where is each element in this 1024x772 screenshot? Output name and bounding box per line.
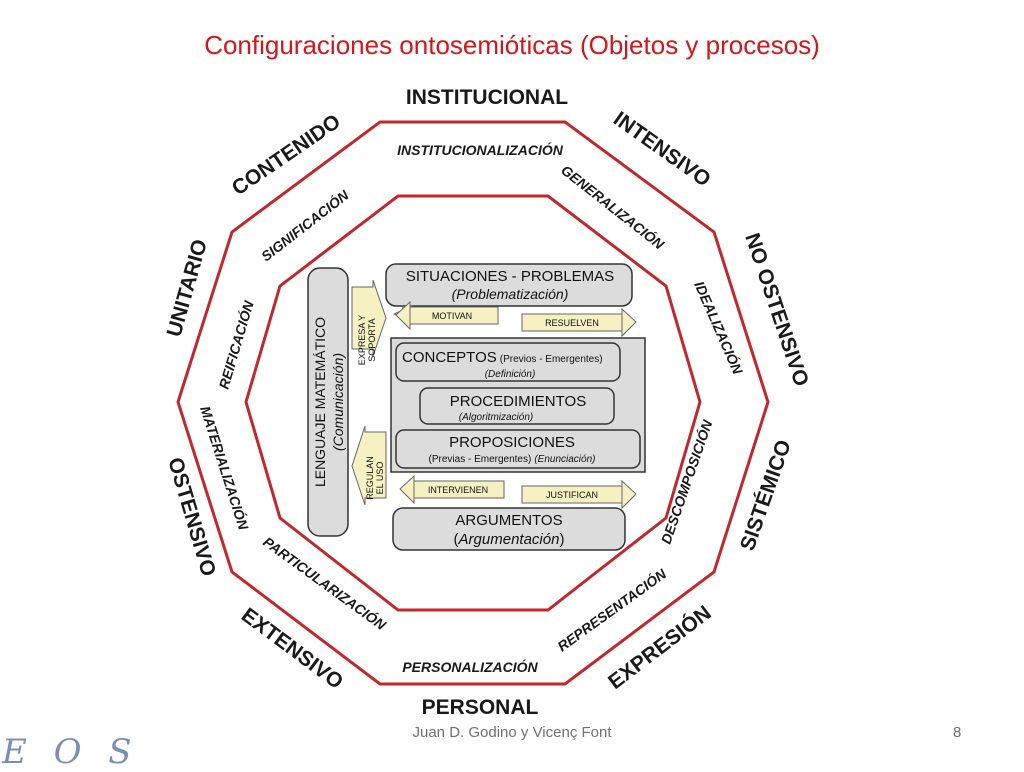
situaciones-sub: (Problematización) [452, 286, 569, 302]
situaciones-title: SITUACIONES - PROBLEMAS [406, 268, 614, 285]
regulan-label-1: REGULAN [365, 456, 375, 500]
label-materializacion: MATERIALIZACIÓN [197, 404, 252, 533]
proposiciones-sub1: (Previas - Emergentes) [429, 454, 532, 465]
label-particularizacion: PARTICULARIZACIÓN [260, 533, 389, 633]
label-ostensivo: OSTENSIVO [163, 455, 220, 579]
conceptos-title: CONCEPTOS(Previos - Emergentes) [402, 349, 603, 366]
label-institucionalizacion: INSTITUCIONALIZACIÓN [397, 141, 564, 158]
proposiciones-sub: (Previas - Emergentes)(Enunciación) [429, 454, 596, 465]
label-significacion: SIGNIFICACIÓN [258, 186, 352, 264]
resuelven-head [621, 307, 637, 338]
conceptos-sub: (Definición) [485, 369, 536, 380]
conceptos-title-text: CONCEPTOS [402, 349, 497, 366]
argumentos-title: ARGUMENTOS [455, 512, 562, 529]
argumentos-sub-text: Argumentación [458, 531, 560, 548]
expresa-arrow [351, 279, 387, 357]
slide-title: Configuraciones ontosemióticas (Objetos … [204, 30, 820, 60]
label-no-ostensivo: NO OSTENSIVO [740, 230, 813, 389]
resuelven-label: RESUELVEN [545, 318, 599, 328]
label-sistemico-wrap: SISTÉMICO [736, 437, 796, 554]
procedimientos-sub: (Algoritmización) [459, 412, 533, 423]
label-generalizacion-wrap: GENERALIZACIÓN [558, 162, 668, 253]
label-contenido-wrap: CONTENIDO [228, 110, 345, 200]
proposiciones-box [395, 429, 641, 469]
procedimientos-title: PROCEDIMIENTOS [450, 393, 586, 410]
expresa-label-2: SOPORTA [367, 318, 377, 361]
justifican-label: JUSTIFICAN [546, 490, 598, 500]
regulan-label-2: EL USO [375, 462, 385, 495]
justifican-head [621, 479, 637, 510]
label-ostensivo-wrap: OSTENSIVO [163, 455, 220, 579]
label-expresion-wrap: EXPRESIÓN [604, 601, 715, 694]
label-personal: PERSONAL [422, 696, 539, 719]
procedimientos-box [419, 387, 615, 425]
label-generalizacion: GENERALIZACIÓN [558, 162, 668, 253]
label-sistemico: SISTÉMICO [736, 437, 796, 554]
label-expresion: EXPRESIÓN [604, 601, 715, 694]
label-no-ostensivo-wrap: NO OSTENSIVO [740, 230, 813, 389]
label-personalizacion: PERSONALIZACIÓN [402, 658, 538, 675]
label-reificacion: REIFICACIÓN [216, 298, 257, 391]
motivan-head [395, 300, 411, 331]
eos-logo: E O S [2, 732, 140, 772]
label-unitario: UNITARIO [163, 237, 212, 339]
lenguaje-title: LENGUAJE MATEMÁTICO [312, 317, 328, 487]
label-contenido: CONTENIDO [228, 110, 345, 200]
conceptos-box [395, 342, 621, 382]
label-unitario-wrap: UNITARIO [163, 237, 212, 339]
situaciones-box [385, 263, 633, 307]
lenguaje-sub: (Comunicación) [330, 353, 346, 451]
lenguaje-box [307, 267, 349, 537]
label-idealizacion-wrap: IDEALIZACIÓN [691, 279, 746, 377]
argumentos-box [392, 507, 626, 551]
label-significacion-wrap: SIGNIFICACIÓN [258, 186, 352, 264]
label-materializacion-wrap: MATERIALIZACIÓN [197, 404, 252, 533]
proposiciones-title: PROPOSICIONES [449, 434, 575, 451]
page-number: 8 [953, 724, 962, 741]
label-intensivo-wrap: INTENSIVO [609, 107, 715, 191]
regulan-arrow [351, 425, 387, 506]
motivan-label: MOTIVAN [432, 311, 472, 321]
label-reificacion-wrap: REIFICACIÓN [216, 298, 257, 391]
proposiciones-sub2: (Enunciación) [534, 454, 595, 465]
footer-author: Juan D. Godino y Vicenç Font [412, 724, 612, 741]
intervienen-label: INTERVIENEN [428, 485, 488, 495]
label-descomposicion: DESCOMPOSICIÓN [658, 417, 716, 546]
label-intensivo: INTENSIVO [609, 107, 715, 191]
label-institucional: INSTITUCIONAL [406, 86, 568, 109]
expresa-label-1: EXPRESA Y [357, 315, 367, 365]
label-particularizacion-wrap: PARTICULARIZACIÓN [260, 533, 389, 633]
outer-octagon [176, 120, 770, 686]
inner-octagon [244, 194, 702, 612]
label-descomposicion-wrap: DESCOMPOSICIÓN [658, 417, 716, 546]
argumentos-sub: (Argumentación) [454, 531, 565, 548]
label-idealizacion: IDEALIZACIÓN [691, 279, 746, 377]
intervienen-head [399, 474, 415, 505]
conceptos-extra: (Previos - Emergentes) [500, 354, 603, 365]
